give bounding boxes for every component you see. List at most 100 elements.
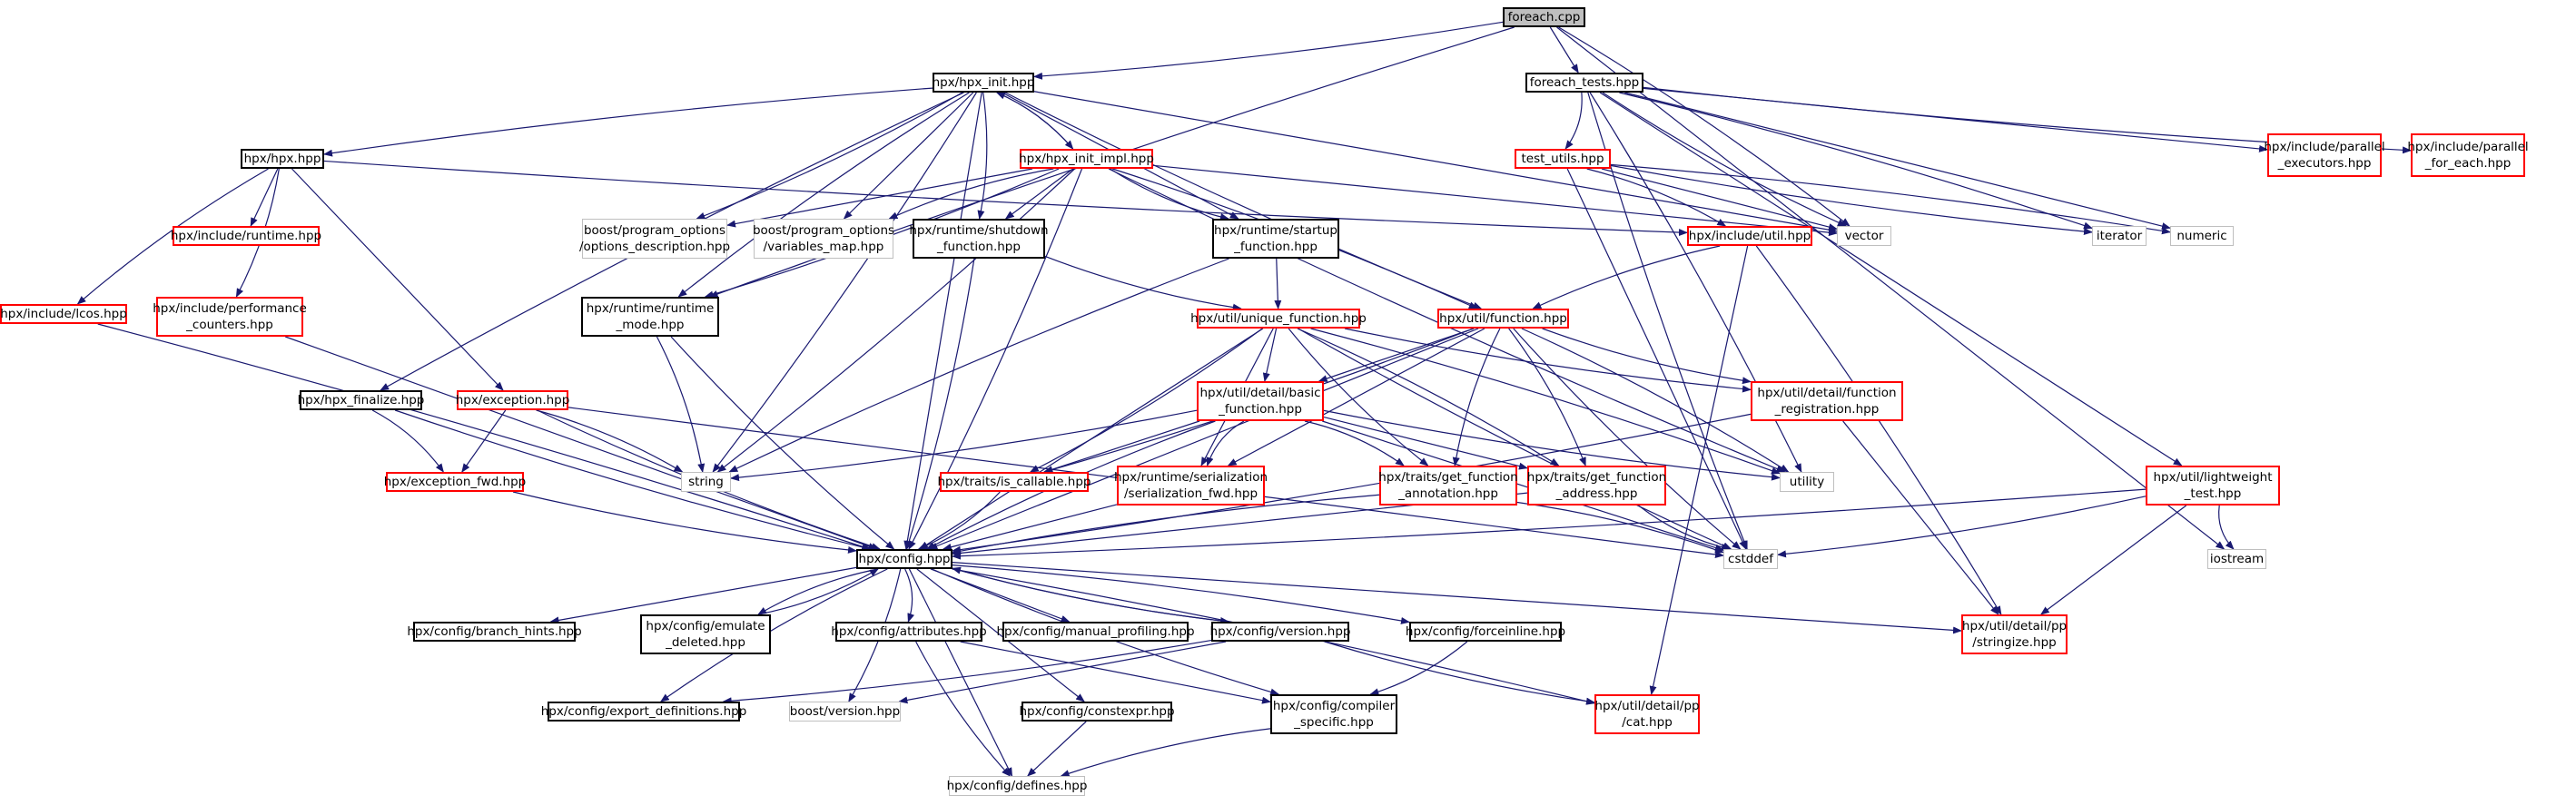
include-edge-hpx_hpp-to-exception <box>291 168 504 391</box>
graph-node-test-utils[interactable]: test_utils.hpp <box>1515 149 1611 169</box>
graph-node-branch-hints[interactable]: hpx/config/branch_hints.hpp <box>407 622 582 642</box>
include-edge-rt_startup-to-string <box>728 258 1229 473</box>
graph-node-inc-util[interactable]: hpx/include/util.hpp <box>1687 226 1812 246</box>
include-edge-unique_fn-to-basic_fn <box>1262 328 1278 382</box>
include-edge-unique_fn-to-is_callable <box>1029 328 1263 473</box>
include-edge-util_fn-to-utility <box>1521 328 1790 473</box>
graph-node-iterator: iterator <box>2092 226 2147 246</box>
include-edge-lw_test-to-stringize <box>2040 505 2187 615</box>
include-edge-attributes-to-defines <box>915 641 1011 777</box>
graph-node-inc-lcos[interactable]: hpx/include/lcos.hpp <box>0 304 127 324</box>
graph-node-rt-shutdown[interactable]: hpx/runtime/shutdown _function.hpp <box>909 219 1049 259</box>
include-edge-util_fn-to-cstddef <box>1513 328 1742 550</box>
include-edge-hpx_hpp-to-inc_util <box>323 160 1688 237</box>
graph-node-exception[interactable]: hpx/exception.hpp <box>456 390 569 410</box>
include-edge-hpx_init-to-rt_shutdown <box>977 92 988 220</box>
graph-node-fn-reg[interactable]: hpx/util/detail/function _registration.h… <box>1751 381 1903 421</box>
graph-node-forceinline[interactable]: hpx/config/forceinline.hpp <box>1406 622 1565 642</box>
include-edge-lw_test-to-iostream <box>2218 505 2235 550</box>
include-edge-lw_test-to-cstddef <box>1777 496 2147 558</box>
include-edge-config-to-constexpr <box>916 568 1085 702</box>
include-edge-basic_fn-to-ser_fwd <box>1206 420 1245 466</box>
include-edge-get_fn_ann-to-config <box>952 494 1380 555</box>
graph-node-unique-fn[interactable]: hpx/util/unique_function.hpp <box>1190 309 1367 329</box>
graph-node-rt-startup[interactable]: hpx/runtime/startup _function.hpp <box>1212 219 1339 259</box>
include-edge-hpx_init-to-config <box>903 92 982 550</box>
include-edge-cfg_version-to-export_defs <box>722 639 1212 705</box>
include-edge-hpx_init-to-util_fn <box>1004 92 1483 309</box>
include-edge-cfg_version-to-pp_cat <box>1324 641 1595 705</box>
include-edge-hpx_init-to-hpx_hpp <box>323 87 933 157</box>
include-edge-basic_fn-to-string <box>730 409 1198 482</box>
include-edge-foreach_tests-to-numeric <box>1624 92 2171 231</box>
include-edge-config-to-forceinline <box>952 564 1410 624</box>
include-edge-rt_shutdown-to-unique_fn <box>1044 255 1242 311</box>
graph-node-pp-cat[interactable]: hpx/util/detail/pp /cat.hpp <box>1594 694 1700 734</box>
graph-node-manual-prof[interactable]: hpx/config/manual_profiling.hpp <box>996 622 1195 642</box>
include-edge-rt_startup-to-unique_fn <box>1274 258 1282 309</box>
graph-node-exc-fwd[interactable]: hpx/exception_fwd.hpp <box>384 472 526 492</box>
graph-node-attributes[interactable]: hpx/config/attributes.hpp <box>831 622 987 642</box>
include-edge-is_callable-to-config <box>917 491 1001 550</box>
include-edge-init_impl-to-config <box>908 168 1083 550</box>
graph-node-config[interactable]: hpx/config.hpp <box>856 549 952 569</box>
graph-node-lw-test[interactable]: hpx/util/lightweight _test.hpp <box>2146 466 2280 506</box>
include-edge-util_fn-to-fn_reg <box>1542 328 1752 385</box>
graph-node-emulate-del[interactable]: hpx/config/emulate _deleted.hpp <box>640 614 771 654</box>
include-edge-config-to-branch_hints <box>549 566 857 624</box>
graph-node-get-fn-addr[interactable]: hpx/traits/get_function _address.hpp <box>1527 466 1666 506</box>
graph-node-inc-runtime[interactable]: hpx/include/runtime.hpp <box>171 226 321 246</box>
graph-node-par-exec[interactable]: hpx/include/parallel _executors.hpp <box>2264 133 2385 177</box>
include-edge-util_fn-to-get_fn_addr <box>1508 328 1586 466</box>
include-edge-inc_util-to-util_fn <box>1532 245 1721 309</box>
graph-node-hpx-init[interactable]: hpx/hpx_init.hpp <box>933 73 1034 93</box>
include-edge-foreach_tests-to-iterator <box>1619 92 2093 230</box>
graph-node-basic-fn[interactable]: hpx/util/detail/basic _function.hpp <box>1197 381 1324 421</box>
graph-node-hpx-finalize[interactable]: hpx/hpx_finalize.hpp <box>298 390 424 410</box>
include-edge-test_utils-to-iterator <box>1610 164 2093 235</box>
include-edge-init_impl-to-po_desc <box>726 168 1033 228</box>
include-edge-basic_fn-to-utility <box>1323 409 1781 481</box>
include-edge-unique_fn-to-config <box>919 328 1264 550</box>
include-edge-inc_util-to-stringize <box>1755 245 2002 615</box>
include-edge-foreach_tests-to-test_utils <box>1564 92 1583 150</box>
graph-node-hpx-hpp[interactable]: hpx/hpx.hpp <box>241 149 324 169</box>
include-edge-forceinline-to-compiler_spec <box>1369 641 1468 696</box>
include-edge-get_fn_addr-to-cstddef <box>1638 505 1731 551</box>
include-edge-compiler_spec-to-defines <box>1060 728 1271 777</box>
graph-node-stringize[interactable]: hpx/util/detail/pp /stringize.hpp <box>1961 614 2068 654</box>
include-edge-exception-to-exc_fwd <box>461 409 507 473</box>
graph-node-inc-perf[interactable]: hpx/include/performance _counters.hpp <box>153 297 307 337</box>
include-edge-hpx_finalize-to-exc_fwd <box>371 409 444 473</box>
include-edge-hpx_hpp-to-inc_lcos <box>76 168 269 305</box>
include-edge-init_impl-to-rt_startup <box>1110 168 1229 221</box>
graph-node-rt-mode[interactable]: hpx/runtime/runtime _mode.hpp <box>581 297 719 337</box>
include-edge-basic_fn-to-get_fn_ann <box>1304 420 1405 466</box>
graph-node-get-fn-ann[interactable]: hpx/traits/get_function _annotation.hpp <box>1378 466 1518 506</box>
include-edge-foreach-to-foreach_tests <box>1549 26 1579 74</box>
graph-node-cfg-version[interactable]: hpx/config/version.hpp <box>1210 622 1350 642</box>
graph-node-constexpr[interactable]: hpx/config/constexpr.hpp <box>1020 702 1175 722</box>
include-edge-test_utils-to-inc_util <box>1586 168 1727 227</box>
include-edge-rt_shutdown-to-config <box>905 258 975 550</box>
graph-node-foreach-tests[interactable]: foreach_tests.hpp <box>1525 73 1643 93</box>
include-edge-hpx_init-to-po_vmap <box>843 92 974 220</box>
graph-node-ser-fwd[interactable]: hpx/runtime/serialization /serialization… <box>1114 466 1268 506</box>
graph-node-par-for-each[interactable]: hpx/include/parallel _for_each.hpp <box>2407 133 2529 177</box>
include-edge-rt_mode-to-config <box>670 336 895 550</box>
graph-node-init-impl[interactable]: hpx/hpx_init_impl.hpp <box>1019 149 1154 169</box>
include-edge-exc_fwd-to-config <box>512 491 857 554</box>
include-edge-hpx_finalize-to-config <box>394 409 872 551</box>
include-edge-unique_fn-to-fn_reg <box>1344 328 1752 393</box>
graph-node-util-fn[interactable]: hpx/util/function.hpp <box>1437 309 1569 329</box>
graph-node-vector: vector <box>1837 226 1891 246</box>
graph-node-export-defs[interactable]: hpx/config/export_definitions.hpp <box>541 702 746 722</box>
graph-node-compiler-spec[interactable]: hpx/config/compiler _specific.hpp <box>1270 694 1397 734</box>
include-edge-init_impl-to-hpx_init <box>995 92 1074 150</box>
include-edge-test_utils-to-vector <box>1601 168 1838 231</box>
include-edge-fn_reg-to-config <box>952 413 1752 554</box>
graph-node-iostream: iostream <box>2207 549 2266 569</box>
graph-node-is-callable[interactable]: hpx/traits/is_callable.hpp <box>937 472 1091 492</box>
